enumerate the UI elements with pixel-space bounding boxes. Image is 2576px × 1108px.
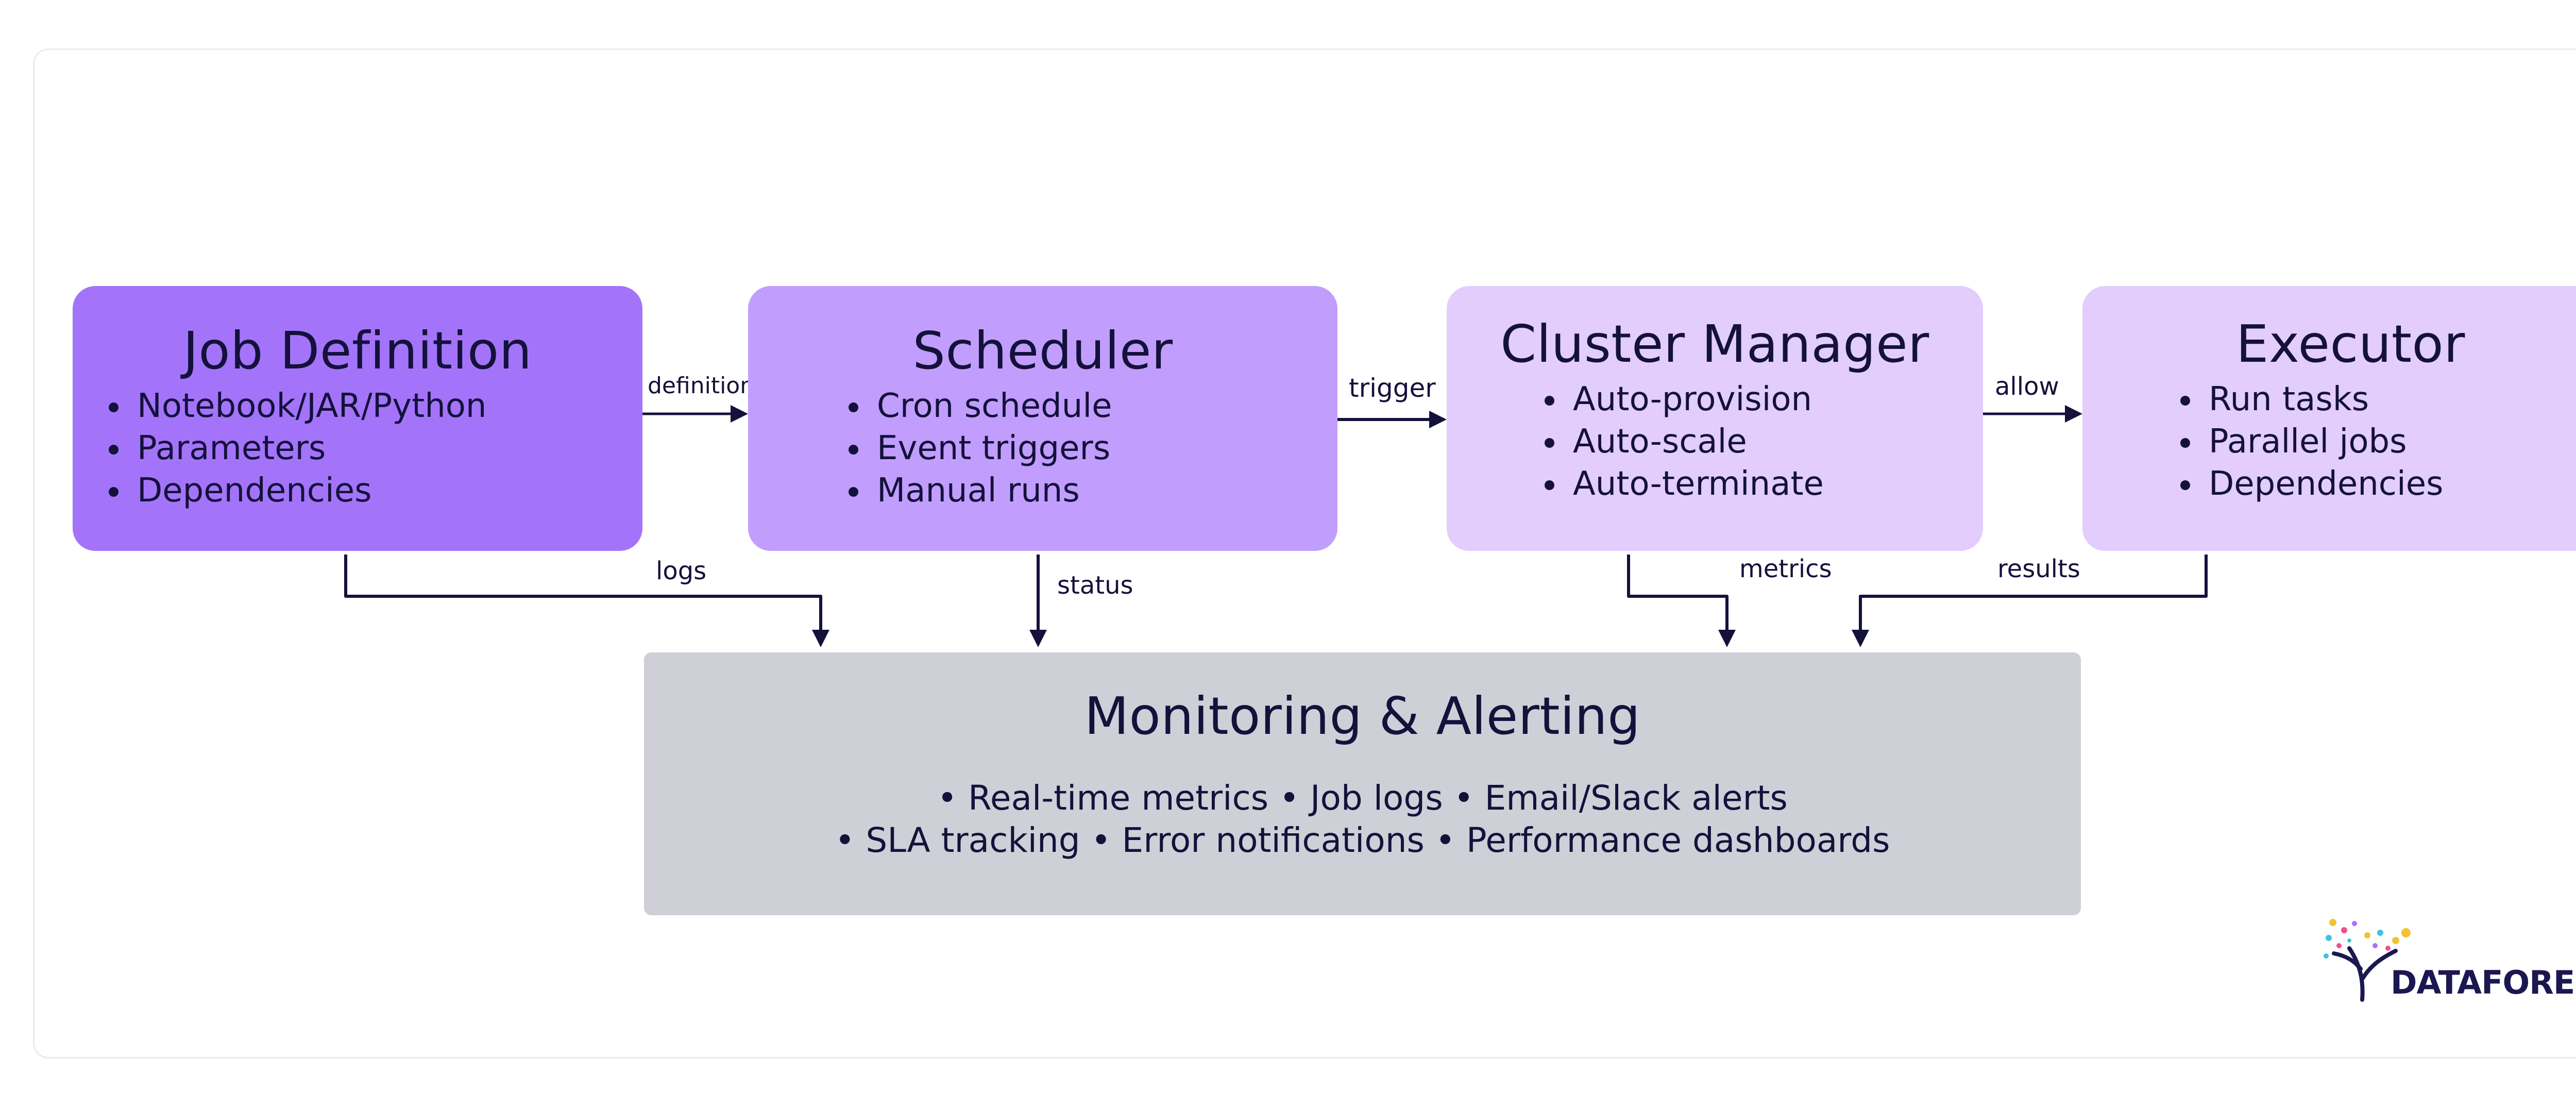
node-item: Dependencies (2204, 463, 2576, 505)
edge-label-allow: allow (1995, 372, 2059, 401)
node-title: Scheduler (912, 321, 1173, 381)
node-item: Run tasks (2204, 378, 2576, 421)
node-items: Cron schedule Event triggers Manual runs (748, 385, 1337, 512)
edge-definition: definition (642, 373, 754, 423)
monitoring-line-2: • SLA tracking • Error notifications • P… (835, 820, 1890, 860)
node-item: Dependencies (132, 469, 642, 512)
node-item: Parallel jobs (2204, 421, 2576, 463)
edge-label-status: status (1057, 571, 1133, 600)
node-title: Cluster Manager (1500, 314, 1929, 374)
node-items: Auto-provision Auto-scale Auto-terminate (1447, 378, 1983, 505)
node-item: Cron schedule (872, 385, 1337, 427)
node-title: Executor (2236, 314, 2465, 374)
edge-label-metrics: metrics (1739, 555, 1832, 583)
edge-metrics: metrics (1627, 555, 1832, 647)
node-scheduler[interactable]: Scheduler Cron schedule Event triggers M… (748, 286, 1337, 551)
edge-label-trigger: trigger (1349, 373, 1436, 403)
logo-text: DATAFOREST (2391, 964, 2576, 1001)
node-item: Auto-scale (1568, 421, 1983, 463)
node-item: Event triggers (872, 427, 1337, 469)
edge-label-logs: logs (656, 557, 706, 585)
node-monitoring-alerting[interactable]: Monitoring & Alerting • Real-time metric… (644, 652, 2081, 915)
node-item: Parameters (132, 427, 642, 469)
node-job-definition[interactable]: Job Definition Notebook/JAR/Python Param… (73, 286, 642, 551)
node-title: Monitoring & Alerting (1084, 686, 1641, 746)
edge-label-definition: definition (648, 373, 754, 399)
node-item: Auto-terminate (1568, 463, 1983, 505)
monitoring-line-1: • Real-time metrics • Job logs • Email/S… (937, 778, 1788, 818)
node-item: Auto-provision (1568, 378, 1983, 421)
edge-trigger: trigger (1337, 373, 1447, 428)
tree-icon (2324, 919, 2411, 1002)
edge-label-results: results (1997, 555, 2080, 583)
edge-logs: logs (344, 555, 829, 647)
node-executor[interactable]: Executor Run tasks Parallel jobs Depende… (2082, 286, 2576, 551)
node-item: Notebook/JAR/Python (132, 385, 642, 427)
node-items: Run tasks Parallel jobs Dependencies (2082, 378, 2576, 505)
node-items: Notebook/JAR/Python Parameters Dependenc… (73, 385, 642, 512)
node-item: Manual runs (872, 469, 1337, 512)
node-cluster-manager[interactable]: Cluster Manager Auto-provision Auto-scal… (1447, 286, 1983, 551)
edge-results: results (1852, 555, 2208, 647)
node-title: Job Definition (183, 321, 532, 381)
edge-allow: allow (1983, 372, 2082, 423)
dataforest-logo: DATAFOREST (2318, 912, 2576, 1010)
edge-status: status (1029, 555, 1133, 647)
